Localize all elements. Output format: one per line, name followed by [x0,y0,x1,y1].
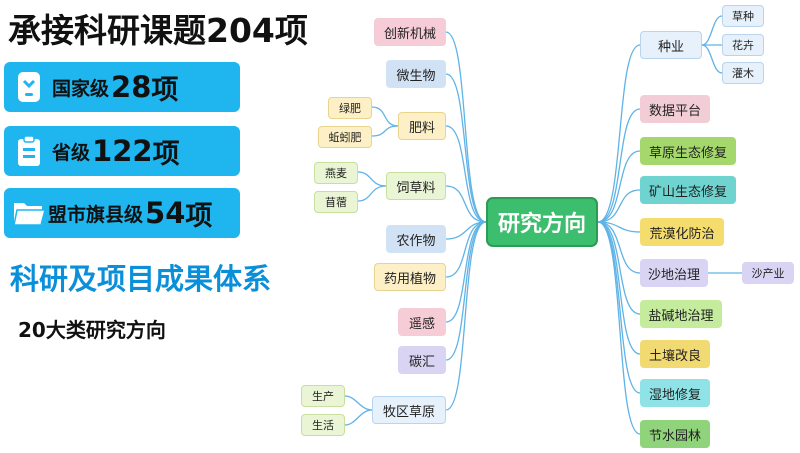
stat-unit: 项 [152,138,180,170]
node-sand-industry: 沙产业 [742,262,794,284]
node-grass-seed: 草种 [722,5,764,27]
node-saline-alkali: 盐碱地治理 [640,300,722,328]
node-living: 生活 [301,414,345,436]
stat-unit: 项 [151,74,179,106]
node-data-platform: 数据平台 [640,95,710,123]
node-sandland-management: 沙地治理 [640,259,708,287]
node-remote-sensing: 遥感 [398,308,446,336]
stat-number: 122 [92,134,153,168]
results-system-heading: 科研及项目成果体系 [10,262,272,296]
node-vermicompost: 蚯蚓肥 [318,126,372,148]
node-production: 生产 [301,385,345,407]
node-crops: 农作物 [386,225,446,253]
node-innovative-machinery: 创新机械 [374,18,446,46]
node-fertilizer: 肥料 [398,112,446,140]
phone-icon [12,70,46,104]
stat-label: 国家级 [52,77,110,100]
node-forage: 饲草料 [386,172,446,200]
node-water-saving-landscape: 节水园林 [640,420,710,448]
research-directions-caption: 20大类研究方向 [18,318,166,342]
node-carbon-sink: 碳汇 [398,346,446,374]
node-soil-improvement: 土壤改良 [640,340,710,368]
stat-number: 28 [111,70,152,104]
stat-label: 盟市旗县级 [48,203,144,226]
stat-number: 54 [145,196,186,230]
node-flowers: 花卉 [722,34,764,56]
stat-city-county: 盟市旗县级 54 项 [4,188,240,238]
stat-label: 省级 [52,141,91,164]
node-pastoral-grassland: 牧区草原 [372,396,446,424]
stat-provincial: 省级 122 项 [4,126,240,176]
node-mine-restoration: 矿山生态修复 [640,176,736,204]
node-medicinal-plants: 药用植物 [374,263,446,291]
page-title: 承接科研课题204项 [8,11,308,50]
folder-icon [12,196,46,230]
node-shrubs: 灌木 [722,62,764,84]
node-grassland-restoration: 草原生态修复 [640,137,736,165]
node-wetland-restoration: 湿地修复 [640,379,710,407]
node-desertification-control: 荒漠化防治 [640,218,724,246]
mindmap-center-node: 研究方向 [486,197,598,247]
stat-national: 国家级 28 项 [4,62,240,112]
node-green-manure: 绿肥 [328,97,372,119]
clipboard-icon [12,134,46,168]
node-microorganisms: 微生物 [386,60,446,88]
node-oats: 燕麦 [314,162,358,184]
node-alfalfa: 苜蓿 [314,191,358,213]
stat-unit: 项 [185,200,213,232]
node-seed-industry: 种业 [640,31,702,59]
